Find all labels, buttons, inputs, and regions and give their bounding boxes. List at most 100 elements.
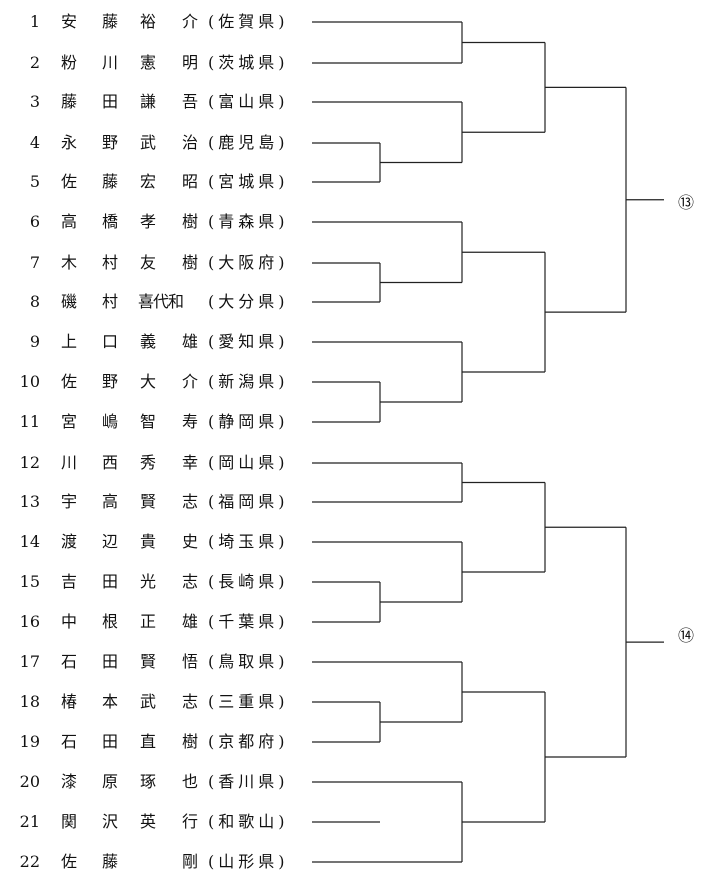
given-name-char-2: 樹 <box>181 212 198 231</box>
given-name-char-1: 賢 <box>140 652 157 671</box>
surname-char-2: 沢 <box>101 812 118 831</box>
prefecture: (山形県) <box>208 852 289 871</box>
given-name-char-2: 雄 <box>181 332 198 351</box>
given-name-char-1: 孝 <box>140 212 157 231</box>
surname-char-1: 安 <box>60 12 77 31</box>
prefecture: (茨城県) <box>208 53 289 72</box>
given-name-char-2: 介 <box>181 372 198 391</box>
surname-char-1: 佐 <box>60 372 77 391</box>
surname-char-1: 石 <box>60 652 77 671</box>
entry-number: 4 <box>29 133 40 152</box>
given-name-char-2: 也 <box>181 772 198 791</box>
given-name-char-1: 賢 <box>140 492 157 511</box>
prefecture: (京都府) <box>208 732 289 751</box>
given-name-char-1: 憲 <box>140 53 157 72</box>
given-name-char-1: 智 <box>140 412 157 431</box>
given-name-char-1: 琢 <box>140 772 157 791</box>
entry-number: 19 <box>19 732 40 751</box>
prefecture: (佐賀県) <box>208 12 289 31</box>
given-name-char-1: 大 <box>140 372 157 391</box>
given-name-char-2: 史 <box>181 532 198 551</box>
surname-char-1: 吉 <box>60 572 77 591</box>
given-name-char-2: 治 <box>181 133 198 152</box>
surname-char-2: 野 <box>101 372 118 391</box>
surname-char-2: 藤 <box>101 852 118 871</box>
entry-number: 21 <box>19 812 40 831</box>
surname-char-1: 佐 <box>60 852 77 871</box>
surname-char-1: 石 <box>60 732 77 751</box>
surname-char-2: 田 <box>101 92 118 111</box>
entry-number: 8 <box>29 292 40 311</box>
given-name-char-2: 志 <box>181 572 198 591</box>
given-name-char-1: 喜代和 <box>138 292 184 311</box>
given-name-char-1: 裕 <box>140 12 157 31</box>
entry-number: 16 <box>19 612 40 631</box>
given-name-char-2: 昭 <box>181 172 198 191</box>
given-name-char-1: 直 <box>140 732 157 751</box>
prefecture: (宮城県) <box>208 172 289 191</box>
surname-char-1: 上 <box>60 332 77 351</box>
entry-row: 10 佐 野 大 介 (新潟県) <box>0 371 310 393</box>
surname-char-1: 高 <box>60 212 77 231</box>
given-name-char-2: 志 <box>181 692 198 711</box>
given-name-char-2: 寿 <box>181 412 198 431</box>
slot-label-13: ⑬ <box>678 193 695 212</box>
given-name-char-1: 武 <box>140 133 157 152</box>
given-name-char-2: 樹 <box>181 253 198 272</box>
surname-char-1: 宇 <box>60 492 77 511</box>
prefecture: (岡山県) <box>208 453 289 472</box>
entry-number: 18 <box>19 692 40 711</box>
given-name-char-2: 吾 <box>181 92 198 111</box>
surname-char-1: 中 <box>60 612 77 631</box>
given-name-char-2: 雄 <box>181 612 198 631</box>
prefecture: (鹿児島) <box>208 133 289 152</box>
given-name-char-2: 悟 <box>181 652 198 671</box>
given-name-char-2: 明 <box>181 53 198 72</box>
prefecture: (大分県) <box>208 292 289 311</box>
entry-number: 22 <box>19 852 40 871</box>
entry-number: 14 <box>19 532 40 551</box>
surname-char-2: 原 <box>101 772 118 791</box>
surname-char-1: 磯 <box>60 292 77 311</box>
surname-char-2: 辺 <box>101 532 118 551</box>
prefecture: (鳥取県) <box>208 652 289 671</box>
prefecture: (香川県) <box>208 772 289 791</box>
entry-number: 5 <box>29 172 40 191</box>
surname-char-2: 橋 <box>101 212 118 231</box>
surname-char-1: 漆 <box>60 772 77 791</box>
entry-number: 2 <box>29 53 40 72</box>
given-name-char-1: 友 <box>140 253 157 272</box>
surname-char-2: 田 <box>101 572 118 591</box>
surname-char-1: 宮 <box>60 412 77 431</box>
given-name-char-1: 秀 <box>140 453 157 472</box>
prefecture: (新潟県) <box>208 372 289 391</box>
entry-number: 20 <box>19 772 40 791</box>
surname-char-2: 嶋 <box>101 412 118 431</box>
entry-number: 1 <box>29 12 40 31</box>
surname-char-1: 関 <box>60 812 77 831</box>
prefecture: (青森県) <box>208 212 289 231</box>
surname-char-1: 永 <box>60 133 77 152</box>
entry-number: 10 <box>19 372 40 391</box>
surname-char-1: 粉 <box>60 53 77 72</box>
given-name-char-1: 光 <box>140 572 157 591</box>
given-name-char-1: 謙 <box>140 92 157 111</box>
slot-label-14: ⑭ <box>678 626 695 645</box>
prefecture: (埼玉県) <box>208 532 289 551</box>
entry-row: 20 漆 原 琢 也 (香川県) <box>0 771 310 793</box>
surname-char-2: 村 <box>101 292 118 311</box>
given-name-char-2: 志 <box>181 492 198 511</box>
